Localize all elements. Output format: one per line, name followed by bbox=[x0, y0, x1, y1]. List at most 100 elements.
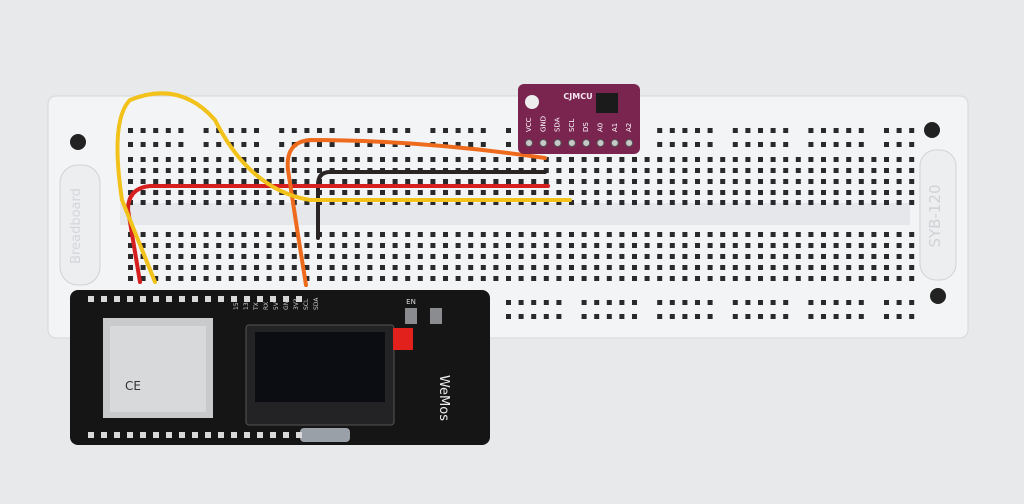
breadboard-hole[interactable] bbox=[758, 142, 763, 147]
breadboard-hole[interactable] bbox=[770, 179, 776, 184]
breadboard-hole[interactable] bbox=[392, 265, 398, 270]
breadboard-hole[interactable] bbox=[833, 168, 839, 173]
breadboard-hole[interactable] bbox=[619, 190, 625, 195]
breadboard-hole[interactable] bbox=[846, 243, 852, 248]
breadboard-hole[interactable] bbox=[228, 276, 234, 281]
breadboard-hole[interactable] bbox=[380, 179, 385, 184]
breadboard-hole[interactable] bbox=[871, 232, 877, 237]
breadboard-hole[interactable] bbox=[745, 200, 751, 205]
breadboard-hole[interactable] bbox=[657, 142, 663, 147]
breadboard-hole[interactable] bbox=[707, 314, 713, 319]
breadboard-hole[interactable] bbox=[732, 200, 738, 205]
breadboard-hole[interactable] bbox=[480, 128, 486, 133]
breadboard-hole[interactable] bbox=[569, 265, 574, 270]
breadboard-hole[interactable] bbox=[732, 142, 738, 147]
breadboard-hole[interactable] bbox=[354, 200, 360, 205]
breadboard-hole[interactable] bbox=[367, 254, 373, 259]
breadboard-hole[interactable] bbox=[430, 157, 436, 162]
breadboard-hole[interactable] bbox=[241, 128, 247, 133]
breadboard-hole[interactable] bbox=[606, 168, 612, 173]
breadboard-hole[interactable] bbox=[518, 179, 524, 184]
breadboard-hole[interactable] bbox=[191, 190, 196, 195]
breadboard-hole[interactable] bbox=[846, 314, 852, 319]
breadboard-hole[interactable] bbox=[153, 168, 159, 173]
breadboard-hole[interactable] bbox=[657, 276, 663, 281]
breadboard-hole[interactable] bbox=[556, 314, 562, 319]
breadboard-hole[interactable] bbox=[758, 265, 763, 270]
breadboard-hole[interactable] bbox=[732, 190, 738, 195]
breadboard-hole[interactable] bbox=[216, 276, 222, 281]
breadboard-hole[interactable] bbox=[531, 190, 537, 195]
breadboard-hole[interactable] bbox=[518, 232, 524, 237]
breadboard-hole[interactable] bbox=[745, 254, 751, 259]
breadboard-hole[interactable] bbox=[657, 232, 663, 237]
breadboard-hole[interactable] bbox=[518, 276, 524, 281]
breadboard-hole[interactable] bbox=[758, 300, 763, 305]
breadboard-hole[interactable] bbox=[317, 276, 322, 281]
breadboard-hole[interactable] bbox=[795, 243, 801, 248]
breadboard-hole[interactable] bbox=[417, 243, 423, 248]
breadboard-hole[interactable] bbox=[317, 168, 322, 173]
breadboard-hole[interactable] bbox=[783, 254, 789, 259]
breadboard-hole[interactable] bbox=[846, 200, 852, 205]
breadboard-hole[interactable] bbox=[858, 179, 864, 184]
breadboard-hole[interactable] bbox=[203, 243, 209, 248]
breadboard-hole[interactable] bbox=[594, 157, 600, 162]
breadboard-hole[interactable] bbox=[165, 254, 171, 259]
breadboard-hole[interactable] bbox=[682, 314, 688, 319]
breadboard-hole[interactable] bbox=[506, 128, 511, 133]
breadboard-hole[interactable] bbox=[153, 200, 159, 205]
breadboard-hole[interactable] bbox=[556, 168, 562, 173]
breadboard-hole[interactable] bbox=[720, 265, 726, 270]
breadboard-hole[interactable] bbox=[758, 179, 763, 184]
breadboard-hole[interactable] bbox=[770, 190, 776, 195]
breadboard-hole[interactable] bbox=[657, 128, 663, 133]
breadboard-hole[interactable] bbox=[682, 300, 688, 305]
breadboard-hole[interactable] bbox=[531, 314, 537, 319]
breadboard-hole[interactable] bbox=[317, 157, 322, 162]
breadboard-hole[interactable] bbox=[720, 190, 726, 195]
breadboard-hole[interactable] bbox=[858, 314, 864, 319]
breadboard-hole[interactable] bbox=[266, 265, 272, 270]
breadboard-hole[interactable] bbox=[531, 276, 537, 281]
breadboard-hole[interactable] bbox=[493, 276, 499, 281]
breadboard-hole[interactable] bbox=[833, 200, 839, 205]
breadboard-hole[interactable] bbox=[279, 157, 285, 162]
breadboard-hole[interactable] bbox=[606, 200, 612, 205]
breadboard-hole[interactable] bbox=[417, 232, 423, 237]
breadboard-hole[interactable] bbox=[291, 128, 297, 133]
breadboard-hole[interactable] bbox=[254, 179, 259, 184]
breadboard-hole[interactable] bbox=[480, 142, 486, 147]
breadboard-hole[interactable] bbox=[707, 157, 713, 162]
breadboard-hole[interactable] bbox=[732, 232, 738, 237]
breadboard-hole[interactable] bbox=[304, 128, 310, 133]
breadboard-hole[interactable] bbox=[380, 254, 385, 259]
breadboard-hole[interactable] bbox=[632, 300, 637, 305]
breadboard-hole[interactable] bbox=[884, 168, 889, 173]
breadboard-hole[interactable] bbox=[266, 190, 272, 195]
breadboard-hole[interactable] bbox=[858, 190, 864, 195]
breadboard-hole[interactable] bbox=[720, 254, 726, 259]
breadboard-hole[interactable] bbox=[669, 142, 675, 147]
breadboard-hole[interactable] bbox=[228, 157, 234, 162]
breadboard-hole[interactable] bbox=[632, 254, 637, 259]
breadboard-hole[interactable] bbox=[581, 243, 587, 248]
breadboard-hole[interactable] bbox=[216, 142, 222, 147]
breadboard-hole[interactable] bbox=[669, 276, 675, 281]
breadboard-hole[interactable] bbox=[329, 232, 335, 237]
breadboard-hole[interactable] bbox=[203, 128, 209, 133]
breadboard-hole[interactable] bbox=[493, 157, 499, 162]
breadboard-hole[interactable] bbox=[695, 314, 700, 319]
breadboard-hole[interactable] bbox=[178, 254, 184, 259]
breadboard-hole[interactable] bbox=[191, 168, 196, 173]
breadboard-hole[interactable] bbox=[581, 157, 587, 162]
breadboard-hole[interactable] bbox=[858, 232, 864, 237]
breadboard-hole[interactable] bbox=[291, 276, 297, 281]
breadboard-hole[interactable] bbox=[745, 314, 751, 319]
breadboard-hole[interactable] bbox=[884, 243, 889, 248]
breadboard-hole[interactable] bbox=[203, 200, 209, 205]
breadboard-hole[interactable] bbox=[165, 276, 171, 281]
breadboard-hole[interactable] bbox=[405, 265, 411, 270]
breadboard-hole[interactable] bbox=[909, 168, 915, 173]
breadboard-hole[interactable] bbox=[506, 142, 511, 147]
